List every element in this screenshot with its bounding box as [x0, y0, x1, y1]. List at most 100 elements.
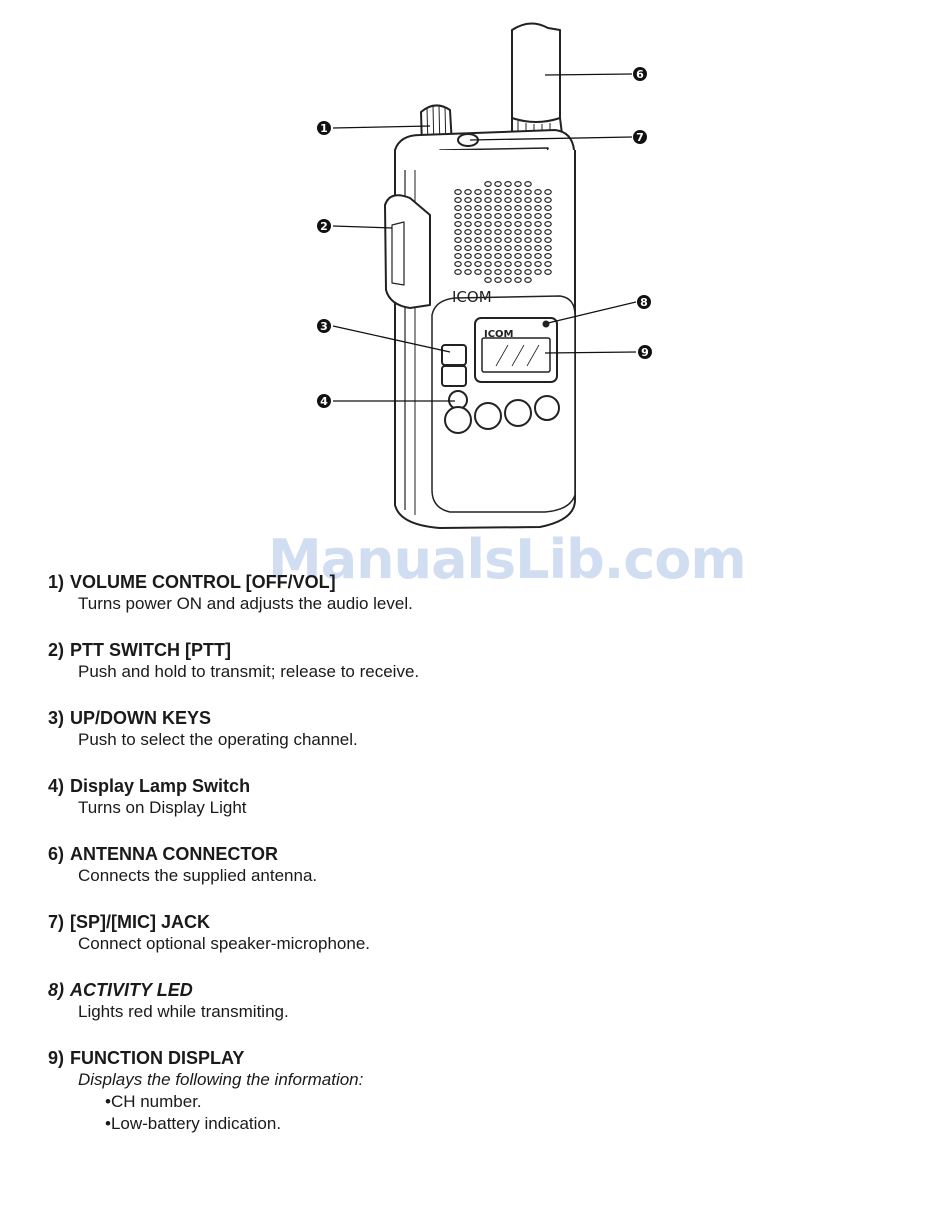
- speaker-grille-hole: [494, 197, 502, 204]
- speaker-grille-hole: [484, 277, 492, 284]
- speaker-grille-hole: [484, 197, 492, 204]
- bullet-item: Low-battery indication.: [105, 1113, 768, 1135]
- speaker-grille-hole: [464, 229, 472, 236]
- speaker-grille-hole: [524, 197, 532, 204]
- speaker-grille-hole: [454, 213, 462, 220]
- speaker-grille-hole: [514, 253, 522, 260]
- speaker-grille-hole: [464, 269, 472, 276]
- item-heading: 4)Display Lamp Switch: [48, 776, 251, 796]
- speaker-grille-hole: [474, 213, 482, 220]
- speaker-grille-hole: [524, 221, 532, 228]
- speaker-grille-hole: [534, 253, 542, 260]
- speaker-grille-hole: [504, 253, 512, 260]
- speaker-grille-hole: [454, 253, 462, 260]
- speaker-grille-hole: [454, 189, 462, 196]
- speaker-grille-hole: [494, 277, 502, 284]
- speaker-grille-hole: [534, 205, 542, 212]
- speaker-grille-hole: [534, 221, 542, 228]
- speaker-grille-hole: [484, 253, 492, 260]
- speaker-grille-hole: [474, 221, 482, 228]
- speaker-grille-hole: [484, 213, 492, 220]
- speaker-grille-hole: [524, 189, 532, 196]
- speaker-grille-hole: [494, 269, 502, 276]
- list-item: 6)ANTENNA CONNECTOR Connects the supplie…: [48, 843, 768, 887]
- speaker-grille-hole: [454, 221, 462, 228]
- speaker-grille-hole: [544, 261, 552, 268]
- speaker-grille-hole: [534, 245, 542, 252]
- speaker-grille-hole: [534, 189, 542, 196]
- speaker-grille-hole: [474, 205, 482, 212]
- speaker-grille-hole: [464, 237, 472, 244]
- speaker-grille-hole: [544, 221, 552, 228]
- speaker-grille-hole: [484, 189, 492, 196]
- list-item: 9)FUNCTION DISPLAY Displays the followin…: [48, 1047, 768, 1135]
- item-description: Turns power ON and adjusts the audio lev…: [78, 594, 413, 613]
- speaker-grille-hole: [504, 245, 512, 252]
- speaker-grille-hole: [484, 181, 492, 188]
- speaker-grille-hole: [534, 237, 542, 244]
- speaker-grille-hole: [544, 189, 552, 196]
- speaker-grille-hole: [504, 229, 512, 236]
- speaker-grille-hole: [524, 229, 532, 236]
- speaker-grille-hole: [524, 237, 532, 244]
- speaker-grille-hole: [524, 181, 532, 188]
- speaker-grille-hole: [464, 205, 472, 212]
- item-description: Lights red while transmiting.: [78, 1002, 289, 1021]
- speaker-grille-hole: [534, 197, 542, 204]
- speaker-grille-hole: [504, 221, 512, 228]
- speaker-grille-hole: [544, 197, 552, 204]
- speaker-grille-hole: [474, 229, 482, 236]
- item-heading: 9)FUNCTION DISPLAY: [48, 1048, 245, 1068]
- speaker-grille-hole: [504, 277, 512, 284]
- speaker-grille-hole: [504, 189, 512, 196]
- speaker-grille-hole: [464, 197, 472, 204]
- radio-illustration: ICOM ICOM 1 2 3 4 6 7 8 9: [317, 22, 652, 529]
- speaker-grille-hole: [464, 189, 472, 196]
- down-key: [441, 365, 467, 387]
- speaker-grille-hole: [494, 237, 502, 244]
- speaker-grille-hole: [514, 181, 522, 188]
- speaker-grille-hole: [454, 205, 462, 212]
- speaker-grille-hole: [474, 197, 482, 204]
- callout-8: 8: [640, 296, 648, 309]
- speaker-grille-hole: [514, 261, 522, 268]
- speaker-grille-hole: [514, 221, 522, 228]
- speaker-grille-hole: [494, 221, 502, 228]
- speaker-grille-hole: [454, 269, 462, 276]
- speaker-grille-hole: [454, 245, 462, 252]
- speaker-grille-hole: [494, 245, 502, 252]
- body-logo: ICOM: [452, 288, 492, 306]
- speaker-grille-hole: [544, 245, 552, 252]
- speaker-grille-hole: [474, 189, 482, 196]
- watermark: ManualsLib.com: [268, 528, 747, 591]
- speaker-grille-hole: [504, 181, 512, 188]
- speaker-grille-hole: [484, 221, 492, 228]
- speaker-grille-hole: [454, 229, 462, 236]
- feature-list: 1)VOLUME CONTROL [OFF/VOL] Turns power O…: [48, 571, 768, 1159]
- speaker-grille-hole: [544, 253, 552, 260]
- speaker-grille-hole: [454, 197, 462, 204]
- speaker-grille-hole: [534, 213, 542, 220]
- item-heading: 3)UP/DOWN KEYS: [48, 708, 212, 728]
- speaker-grille-hole: [514, 277, 522, 284]
- speaker-grille-hole: [484, 229, 492, 236]
- item-heading: 6)ANTENNA CONNECTOR: [48, 844, 279, 864]
- speaker-grille-hole: [454, 261, 462, 268]
- callout-7: 7: [636, 131, 644, 144]
- speaker-grille-hole: [524, 261, 532, 268]
- speaker-grille-hole: [484, 269, 492, 276]
- callout-2: 2: [320, 220, 328, 233]
- speaker-grille-hole: [524, 269, 532, 276]
- speaker-grille-hole: [474, 237, 482, 244]
- speaker-grille-hole: [494, 261, 502, 268]
- speaker-grille-hole: [464, 221, 472, 228]
- callout-4: 4: [320, 395, 328, 408]
- speaker-grille-hole: [464, 261, 472, 268]
- speaker-grille-hole: [494, 229, 502, 236]
- item-heading: 7)[SP]/[MIC] JACK: [48, 912, 211, 932]
- speaker-grille-hole: [494, 205, 502, 212]
- speaker-grille-hole: [504, 261, 512, 268]
- bullet-list: CH number. Low-battery indication.: [48, 1091, 768, 1135]
- list-item: 2)PTT SWITCH [PTT] Push and hold to tran…: [48, 639, 768, 683]
- speaker-grille-hole: [484, 237, 492, 244]
